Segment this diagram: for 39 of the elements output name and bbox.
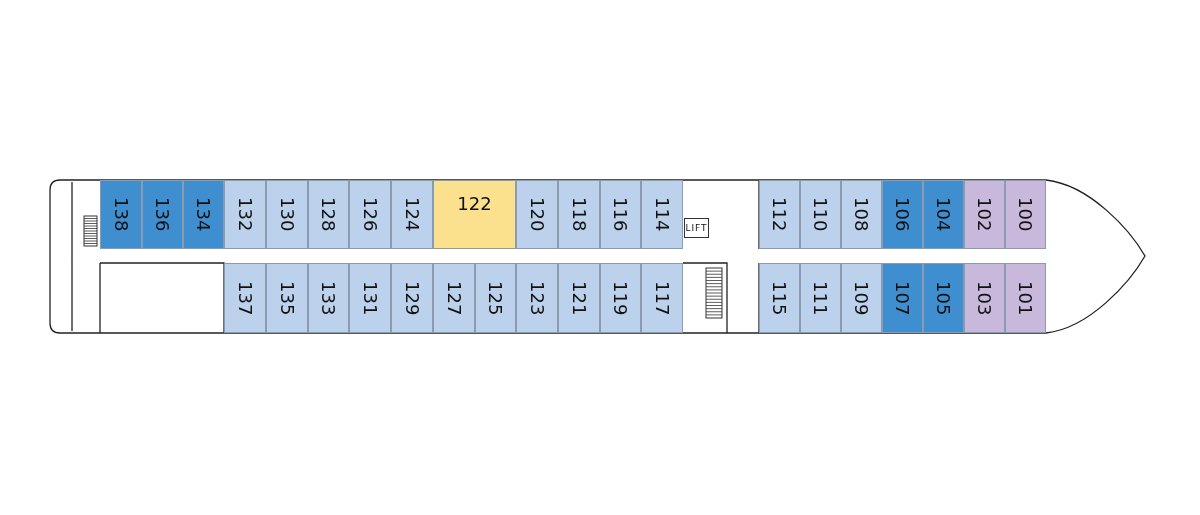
cabin-box: 121 <box>558 263 600 333</box>
cabin-box: 100 <box>1005 180 1046 249</box>
cabin-box: 130 <box>266 180 308 249</box>
cabin-box: 127 <box>433 263 475 333</box>
cabin-box: 122 <box>433 180 516 249</box>
cabin-box: 112 <box>759 180 800 249</box>
cabin-box: 110 <box>800 180 841 249</box>
cabin-box: 120 <box>516 180 558 249</box>
cabin-box: 104 <box>923 180 964 249</box>
cabin-box: 128 <box>308 180 349 249</box>
lift-box: LIFT <box>684 218 709 238</box>
cabin-box: 124 <box>391 180 433 249</box>
cabin-box: 117 <box>641 263 683 333</box>
cabin-box: 111 <box>800 263 841 333</box>
cabin-box: 102 <box>964 180 1005 249</box>
cabin-box: 116 <box>600 180 641 249</box>
cabin-box: 129 <box>391 263 433 333</box>
cabin-box: 114 <box>641 180 683 249</box>
cabin-box: 103 <box>964 263 1005 333</box>
cabin-box: 137 <box>224 263 266 333</box>
cabin-box: 119 <box>600 263 641 333</box>
cabin-box: 132 <box>224 180 266 249</box>
cabin-box: 108 <box>841 180 882 249</box>
cabin-box: 133 <box>308 263 349 333</box>
cabin-box: 131 <box>349 263 391 333</box>
cabin-box: 118 <box>558 180 600 249</box>
cabin-box: 134 <box>183 180 224 249</box>
cabin-box: 136 <box>142 180 183 249</box>
cabin-box: 107 <box>882 263 923 333</box>
cabin-box: 101 <box>1005 263 1046 333</box>
cabin-box: 115 <box>759 263 800 333</box>
cabin-box: 126 <box>349 180 391 249</box>
cabin-box: 105 <box>923 263 964 333</box>
cabin-box: 109 <box>841 263 882 333</box>
cabin-box: 123 <box>516 263 558 333</box>
cabin-box: 106 <box>882 180 923 249</box>
cabin-box: 125 <box>475 263 516 333</box>
cabin-box: 135 <box>266 263 308 333</box>
cabin-box: 138 <box>100 180 142 249</box>
